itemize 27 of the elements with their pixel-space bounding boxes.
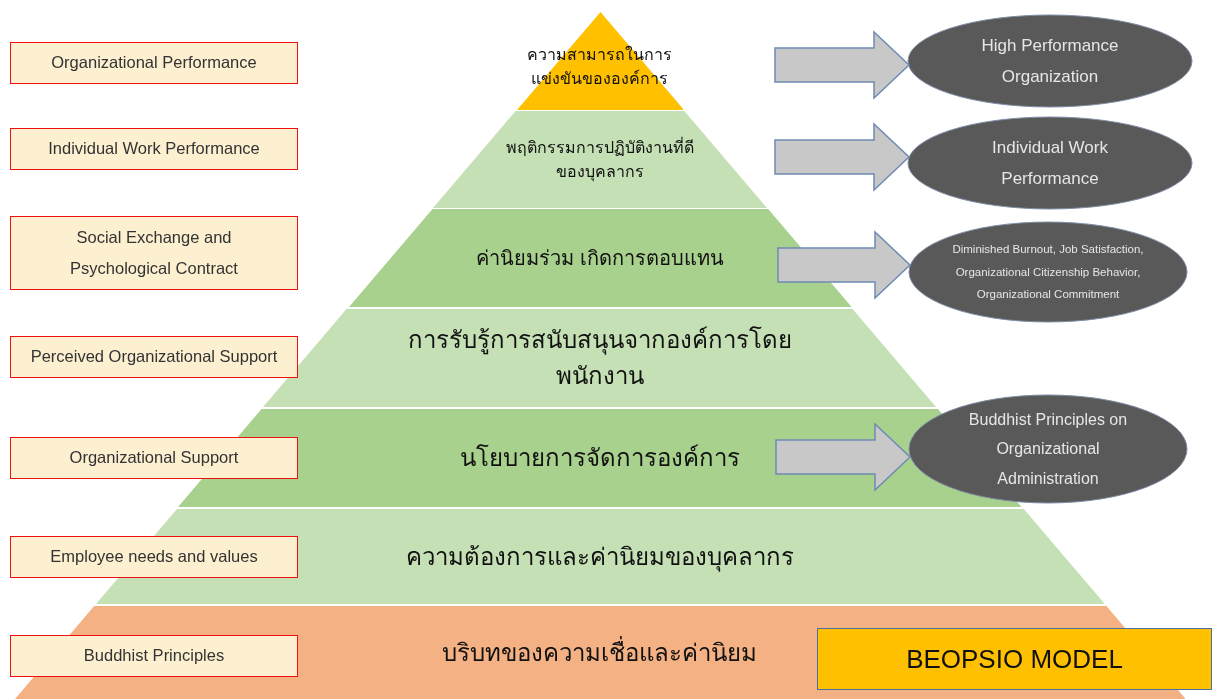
layer-label: นโยบายการจัดการองค์การ [460, 443, 740, 474]
model-title-box: BEOPSIO MODEL [817, 628, 1212, 690]
label-box: Organizational Support [10, 437, 298, 479]
layer-label: การรับรู้การสนับสนุนจากองค์การโดยพนักงาน [407, 325, 793, 392]
label-box: Perceived Organizational Support [10, 336, 298, 378]
block-arrow [774, 122, 911, 192]
pyramid-layer [348, 209, 852, 307]
outcome-ellipse [908, 394, 1188, 504]
block-arrow [774, 30, 911, 100]
layer-label: บริบทของความเชื่อและค่านิยม [442, 635, 758, 669]
ellipse-label: Diminished Burnout, Job Satisfaction, Organizational Citizenship Behavior, Organizational Commitment [951, 242, 1145, 303]
label-box: Organizational Performance [10, 42, 298, 84]
ellipse-label: High Performance Organization [980, 34, 1120, 88]
layer-label: พฤติกรรมการปฏิบัติงานที่ดีของบุคลากร [505, 136, 695, 184]
layer-label: ความต้องการและค่านิยมของบุคลากร [406, 541, 794, 574]
block-arrow [775, 422, 912, 492]
ellipse-label: Individual Work Performance [991, 136, 1109, 190]
ellipse-label: Buddhist Principles on Organizational Administration [967, 409, 1129, 489]
pyramid-layer [433, 111, 767, 208]
outcome-ellipse [907, 116, 1193, 210]
label-box: Individual Work Performance [10, 128, 298, 170]
block-arrow [777, 230, 912, 300]
label-box: Employee needs and values [10, 536, 298, 578]
label-box: Social Exchange and Psychological Contract [10, 216, 298, 290]
layer-label: ค่านิยมร่วม เกิดการตอบแทน [475, 245, 725, 272]
outcome-ellipse [907, 14, 1193, 108]
outcome-ellipse [908, 221, 1188, 323]
